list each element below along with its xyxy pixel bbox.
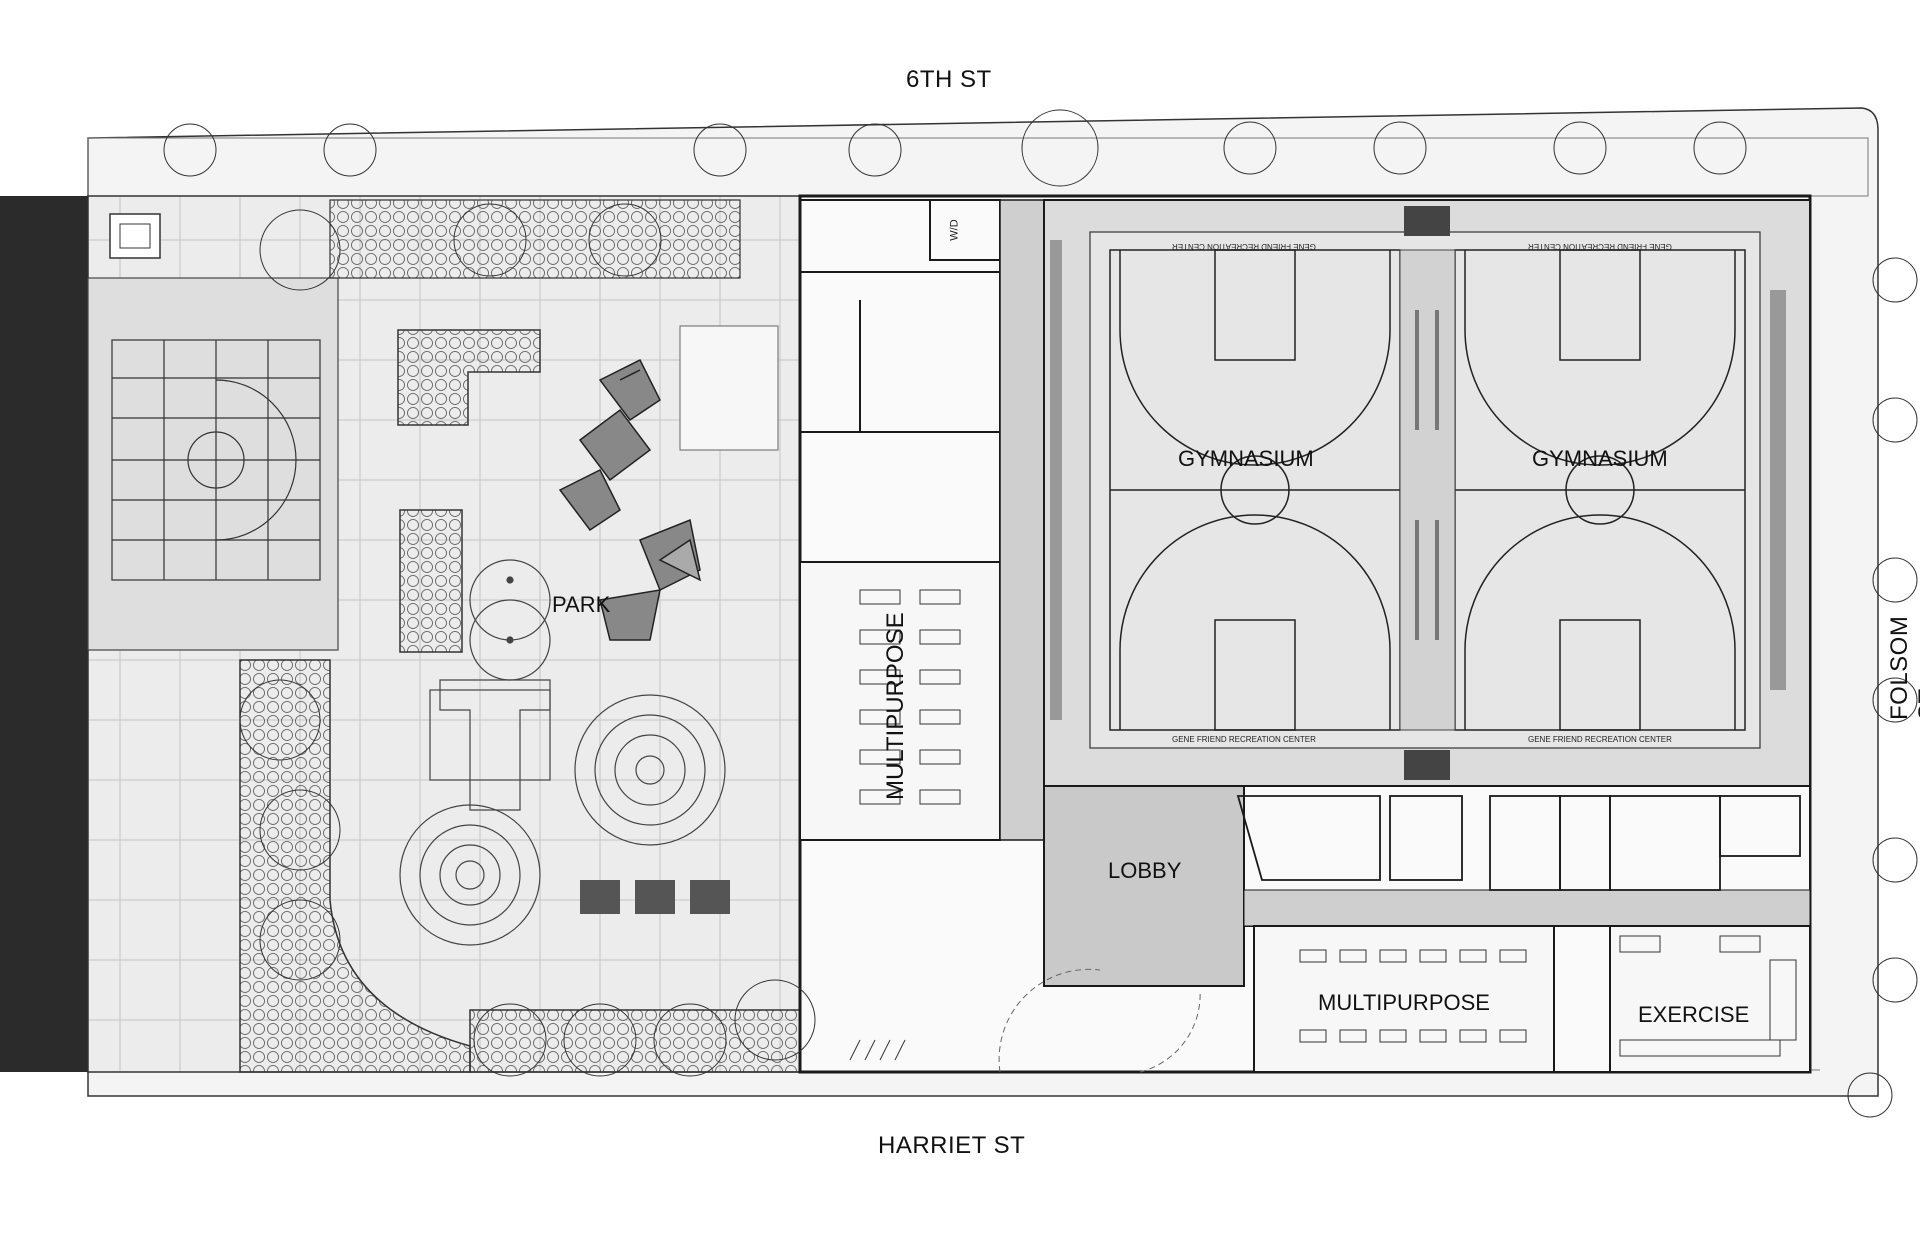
room-label-lobby: LOBBY [1108, 858, 1182, 883]
gymnasium [1043, 199, 1811, 787]
corridor [999, 199, 1045, 841]
gym-marking-south-right: GENE FRIEND RECREATION CENTER [1528, 735, 1672, 744]
half-court [111, 339, 321, 581]
room-label-gymnasium-right: GYMNASIUM [1532, 446, 1668, 471]
gym-marking-south: GENE FRIEND RECREATION CENTER [1172, 735, 1316, 744]
street-label-north: 6TH ST [906, 66, 992, 93]
street-label-south: HARRIET ST [878, 1132, 1026, 1159]
street-trees [163, 109, 1918, 1118]
room-label-exercise: EXERCISE [1638, 1002, 1750, 1027]
west-multipurpose-tables [859, 589, 961, 805]
street-label-east: FOLSOM ST [1886, 615, 1920, 720]
room-label-multipurpose-south: MULTIPURPOSE [1318, 990, 1490, 1015]
play-structure [558, 358, 702, 641]
room-label-multipurpose-west: MULTIPURPOSE [882, 612, 909, 800]
gym-marking-north: GENE FRIEND RECREATION CENTER [1172, 242, 1316, 251]
room-label-gymnasium-left: GYMNASIUM [1178, 446, 1314, 471]
south-wing [1043, 785, 1811, 1073]
gym-marking-north-right: GENE FRIEND RECREATION CENTER [1528, 242, 1672, 251]
washer-dryer-label: W/D [948, 219, 961, 241]
park-area [87, 195, 981, 1073]
room-label-park: PARK [552, 592, 611, 617]
